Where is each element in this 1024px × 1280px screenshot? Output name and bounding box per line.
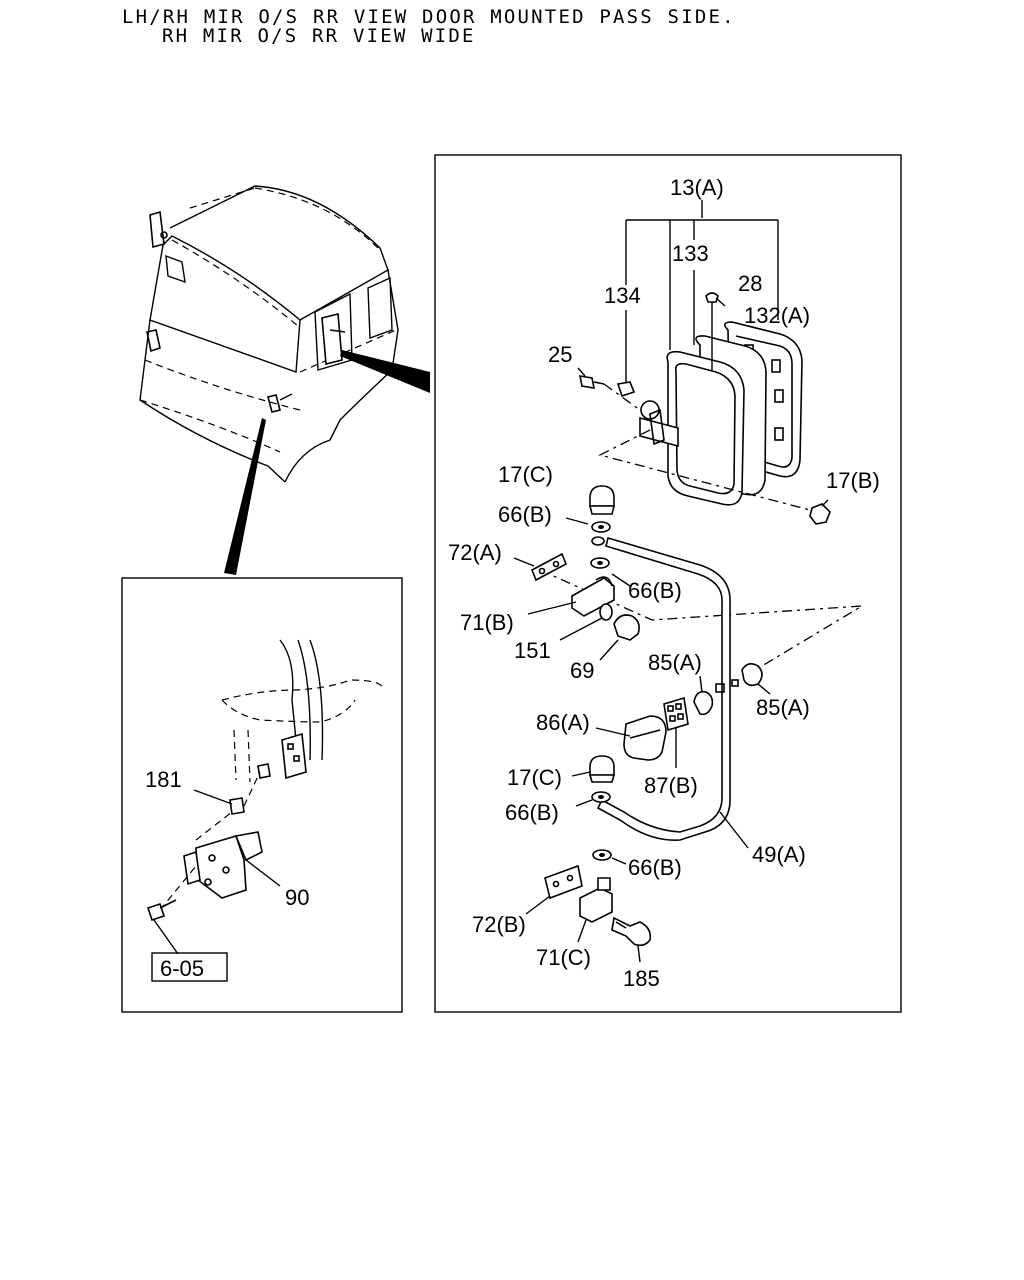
label-86a: 86(A) (536, 710, 590, 735)
bracket-87b (663, 696, 689, 732)
label-85a-left: 85(A) (648, 650, 702, 675)
grommet-85a-right (741, 662, 763, 687)
label-17c-bottom: 17(C) (507, 765, 562, 790)
leader-lines-right (513, 297, 771, 963)
door-hinge-detail (146, 639, 384, 955)
cover-86a (623, 715, 667, 761)
label-181: 181 (145, 767, 182, 792)
label-71b: 71(B) (460, 610, 514, 635)
vehicle-overview (139, 185, 430, 575)
lower-fastener-stack (588, 755, 616, 861)
label-185: 185 (623, 966, 660, 991)
label-87b: 87(B) (644, 773, 698, 798)
label-25: 25 (548, 342, 572, 367)
label-ref-6-05: 6-05 (160, 956, 204, 981)
mirror-head (578, 292, 803, 506)
nut-69 (613, 614, 640, 641)
clamp-upper (530, 552, 615, 621)
diagram-title-line-2: RH MIR O/S RR VIEW WIDE (162, 25, 476, 47)
label-66b-2: 66(B) (628, 578, 682, 603)
leader-13a (625, 200, 779, 390)
label-134: 134 (604, 283, 641, 308)
label-151: 151 (514, 638, 551, 663)
nut-17b (809, 503, 831, 525)
label-132a: 132(A) (744, 303, 810, 328)
label-28: 28 (738, 271, 762, 296)
label-17b: 17(B) (826, 468, 880, 493)
stay-49a (596, 536, 731, 841)
detail-frame-bracket (121, 577, 403, 1013)
label-72a: 72(A) (448, 540, 502, 565)
label-66b-3: 66(B) (505, 800, 559, 825)
label-69: 69 (570, 658, 594, 683)
label-71c: 71(C) (536, 945, 591, 970)
upper-fastener-stack (588, 485, 616, 569)
detail-frame-mirror (434, 154, 902, 1013)
reference-box-6-05 (151, 952, 228, 982)
clamp-lower (544, 864, 652, 947)
label-66b-4: 66(B) (628, 855, 682, 880)
centerline-mirror-to-nut (598, 429, 811, 511)
grommet-85a-left (693, 690, 714, 716)
label-72b: 72(B) (472, 912, 526, 937)
label-90: 90 (285, 885, 309, 910)
label-133: 133 (672, 241, 709, 266)
label-13a: 13(A) (670, 175, 724, 200)
part-labels: 13(A) 133 134 28 132(A) 25 17(C) 17(B) 6… (145, 175, 880, 991)
label-49a: 49(A) (752, 842, 806, 867)
diagram-title-line-1: LH/RH MIR O/S RR VIEW DOOR MOUNTED PASS … (122, 6, 736, 28)
label-66b-1: 66(B) (498, 502, 552, 527)
label-17c-top: 17(C) (498, 462, 553, 487)
label-85a-right: 85(A) (756, 695, 810, 720)
